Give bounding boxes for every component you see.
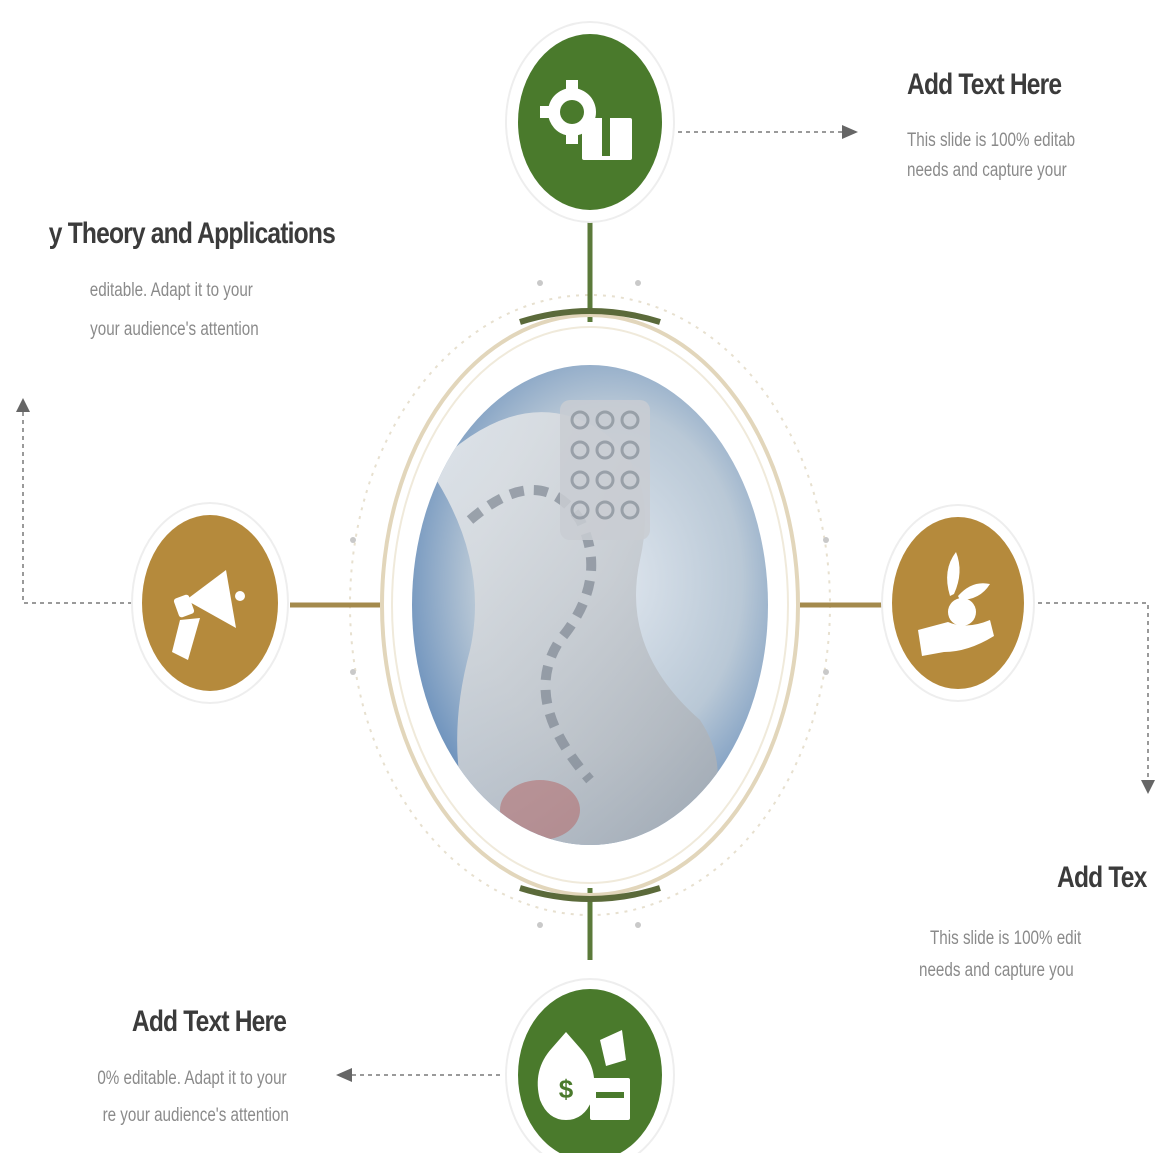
upper-left-line-2: your audience's attention: [90, 319, 259, 340]
top-right-line-1: This slide is 100% editab: [907, 130, 1076, 151]
lower-left-line-1: 0% editable. Adapt it to your: [97, 1068, 287, 1089]
node-top: [505, 21, 675, 223]
node-bottom: $: [505, 978, 675, 1153]
node-left: [131, 502, 289, 704]
upper-left-line-1: editable. Adapt it to your: [89, 280, 253, 301]
lower-right-line-2: needs and capture you: [919, 960, 1074, 981]
lower-left-heading: Add Text Here: [131, 1005, 287, 1038]
lower-right-line-1: This slide is 100% edit: [930, 928, 1082, 949]
center-photo: [412, 365, 768, 845]
gear-box-icon: [540, 80, 632, 160]
upper-left-heading: y Theory and Applications: [48, 217, 336, 250]
lower-left-line-2: re your audience's attention: [102, 1105, 289, 1126]
ring-top-accent: [519, 308, 661, 325]
svg-text:$: $: [559, 1074, 574, 1104]
node-right: [881, 504, 1035, 702]
hand-plant-icon: [918, 552, 994, 656]
decorative-dots: [350, 280, 829, 928]
megaphone-icon: [172, 570, 245, 660]
top-right-heading: Add Text Here: [907, 68, 1062, 101]
lower-right-heading: Add Tex: [1057, 861, 1147, 894]
arrow-heads: [16, 125, 1155, 1082]
dotted-arrows: [22, 131, 1149, 1076]
ring-bottom-accent: [519, 885, 661, 902]
photo-frame-ring: [380, 313, 800, 897]
top-right-line-2: needs and capture your: [907, 160, 1067, 181]
money-bag-cash-icon: $: [537, 1030, 630, 1120]
